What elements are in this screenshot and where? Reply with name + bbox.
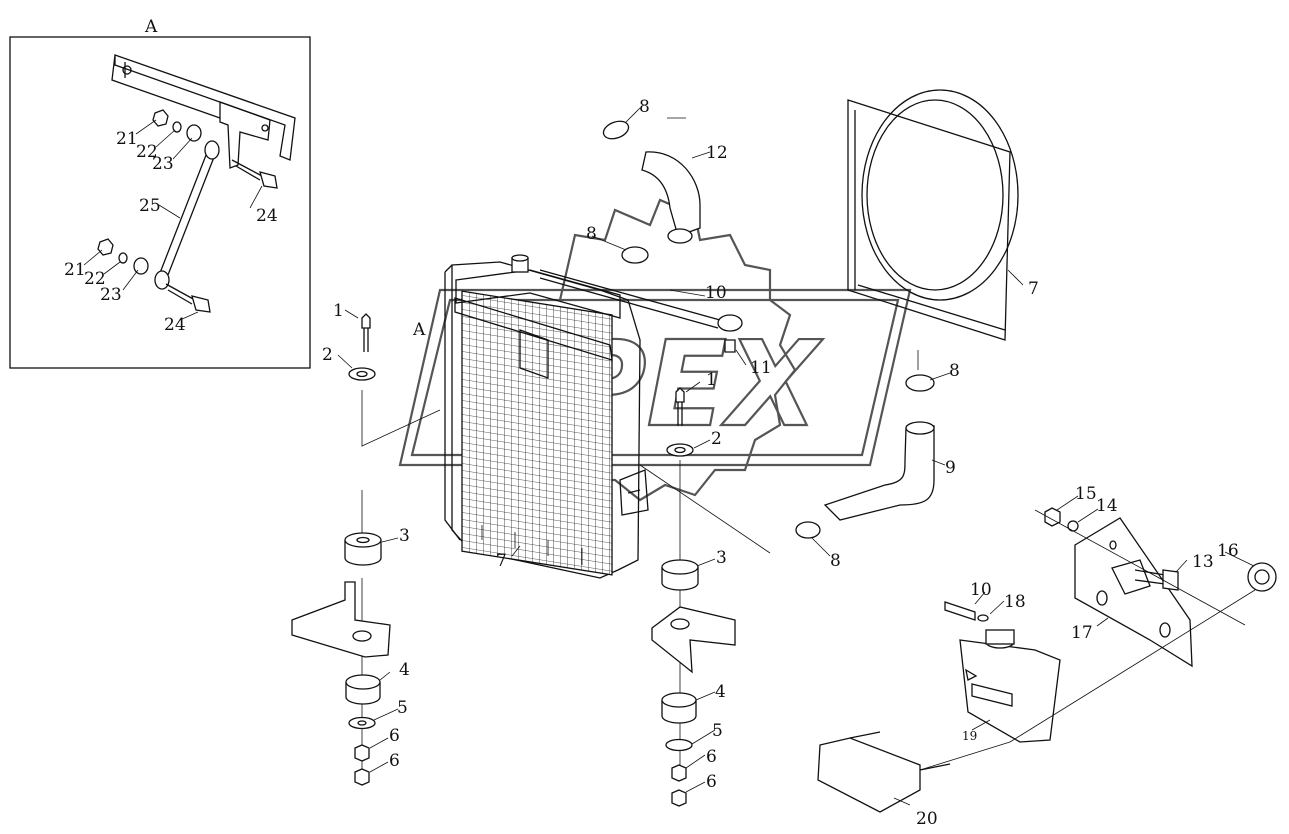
label-22-upper: 22 — [136, 142, 158, 162]
label-17: 17 — [1071, 623, 1093, 643]
radiator-assembly — [444, 254, 721, 579]
label-22-lower: 22 — [84, 269, 106, 289]
label-21-lower: 21 — [64, 260, 86, 280]
upper-hose — [602, 117, 701, 264]
inset-bracket-plate — [219, 101, 271, 169]
label-8-mid: 8 — [586, 224, 597, 244]
fan-shroud — [847, 89, 1019, 341]
inset-title: A — [144, 17, 158, 37]
label-10-pipe: 10 — [705, 283, 727, 303]
label-6-left-top: 6 — [389, 726, 400, 746]
label-8-bottom: 8 — [830, 551, 841, 571]
label-5-left: 5 — [397, 698, 408, 718]
lower-hose — [795, 350, 935, 539]
label-14: 14 — [1096, 496, 1118, 516]
label-24-lower: 24 — [164, 315, 186, 335]
label-21-upper: 21 — [116, 129, 138, 149]
overflow-tank-assembly — [817, 507, 1277, 813]
radiator-top-tank — [455, 269, 621, 319]
label-6-left-bottom: 6 — [389, 751, 400, 771]
tank-lower-bracket — [817, 737, 921, 813]
left-mount-stack — [291, 313, 391, 786]
label-7-shroud: 7 — [1028, 279, 1039, 299]
label-1-right: 1 — [706, 370, 717, 390]
tank-bracket — [1074, 517, 1193, 668]
label-10-tank: 10 — [970, 580, 992, 600]
label-5-right: 5 — [712, 721, 723, 741]
label-1-left: 1 — [333, 301, 344, 321]
label-19: 19 — [962, 729, 977, 743]
label-a: A — [412, 320, 426, 340]
overflow-pipe — [539, 269, 721, 329]
expansion-tank — [959, 639, 1061, 743]
radiator-cross-bar — [454, 297, 613, 361]
radiator-core-mesh — [461, 290, 613, 576]
label-6-right-bottom: 6 — [706, 772, 717, 792]
right-mount-stack — [651, 387, 736, 807]
label-12: 12 — [706, 143, 728, 163]
label-24-upper: 24 — [256, 206, 278, 226]
label-4-right: 4 — [715, 682, 726, 702]
inset-frame — [9, 36, 311, 369]
label-15: 15 — [1075, 484, 1097, 504]
inset-rod — [157, 149, 217, 281]
label-9: 9 — [945, 458, 956, 478]
label-2-right: 2 — [711, 429, 722, 449]
label-2-left: 2 — [322, 345, 333, 365]
label-23-lower: 23 — [100, 285, 122, 305]
label-18: 18 — [1004, 592, 1026, 612]
label-3-right: 3 — [716, 548, 727, 568]
watermark-gear-icon — [558, 198, 797, 502]
label-16: 16 — [1217, 541, 1239, 561]
label-4-left: 4 — [399, 660, 410, 680]
label-13: 13 — [1192, 552, 1214, 572]
label-6-right-top: 6 — [706, 747, 717, 767]
label-23-upper: 23 — [152, 154, 174, 174]
label-3-left: 3 — [399, 526, 410, 546]
inset-upper-fasteners — [152, 109, 202, 142]
callout-labels: A 1 1 2 2 3 3 4 4 5 5 6 6 6 6 7 7 8 8 8 … — [64, 97, 1239, 829]
label-20: 20 — [916, 809, 938, 829]
label-8-top: 8 — [639, 97, 650, 117]
leader-lines — [337, 107, 1255, 806]
label-11: 11 — [750, 358, 772, 378]
label-8-right: 8 — [949, 361, 960, 381]
label-7-radiator: 7 — [496, 551, 507, 571]
inset-detail-a: A — [9, 17, 311, 369]
label-25: 25 — [139, 196, 161, 216]
inset-bracket-rail — [111, 54, 296, 161]
watermark-frame — [398, 288, 912, 467]
